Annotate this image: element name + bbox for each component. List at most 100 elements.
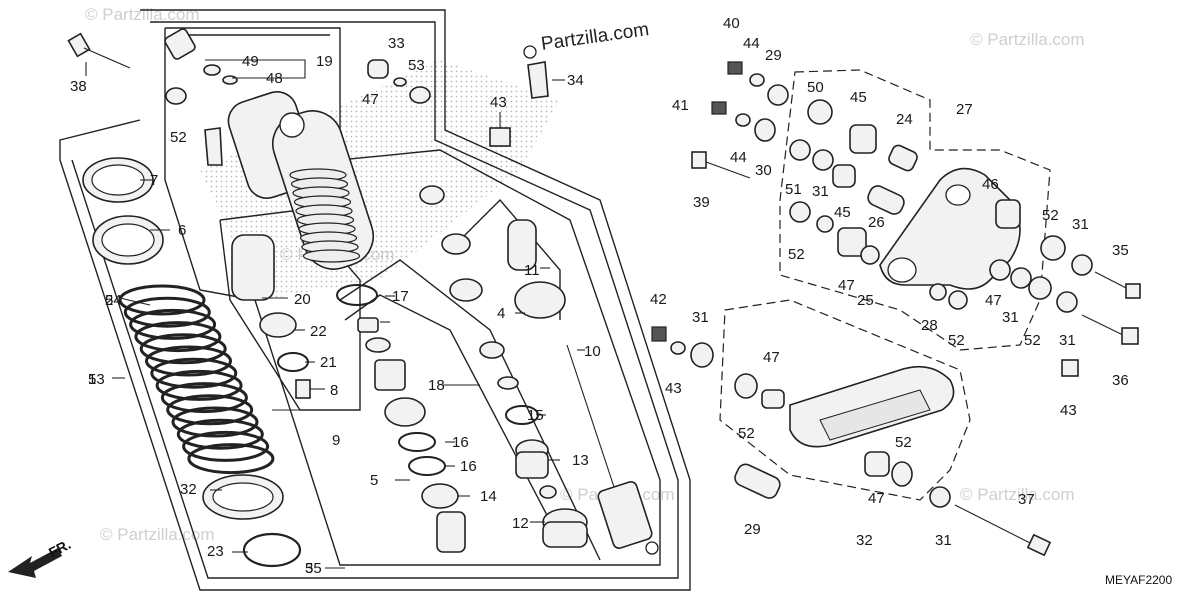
- valve-stack: [374, 359, 406, 391]
- bolt-41: [67, 32, 131, 69]
- collar-27: [867, 185, 905, 215]
- dust-seal-52f: [891, 461, 913, 487]
- spring-coil: [139, 333, 227, 365]
- watermark-text: © Partzilla.com: [85, 5, 200, 24]
- callout-27: 27: [956, 101, 973, 118]
- collar-upper: [449, 278, 483, 302]
- dust-seal-53a: [789, 201, 811, 223]
- callout-16: 16: [460, 458, 477, 475]
- washer-top: [419, 185, 445, 205]
- link-arm-33: [789, 365, 955, 448]
- callout-52: 52: [1042, 207, 1059, 224]
- callout-53: 53: [88, 371, 105, 388]
- nut-44-right: [1061, 359, 1079, 377]
- bolt-39: [1081, 314, 1139, 345]
- collar-30: [734, 463, 781, 499]
- callout-52: 52: [788, 246, 805, 263]
- callout-50: 50: [807, 79, 824, 96]
- callout-31: 31: [812, 183, 829, 200]
- dust-seal-31-bottom: [929, 486, 951, 508]
- callout-44: 44: [730, 149, 747, 166]
- nut-43-mid: [711, 101, 727, 115]
- callout-29: 29: [744, 521, 761, 538]
- callout-43: 43: [1060, 402, 1077, 419]
- label-36: [204, 127, 223, 166]
- collar-25: [888, 144, 918, 172]
- cap-12-body: [542, 521, 588, 548]
- callout-46: 46: [982, 176, 999, 193]
- stop-ring-22: [277, 352, 309, 372]
- dust-seal-52c: [1040, 235, 1066, 261]
- parts: [67, 28, 1141, 568]
- callout-49: 49: [242, 53, 259, 70]
- spring-coil: [134, 321, 222, 353]
- spring-coil: [118, 284, 206, 316]
- callout-54: 54: [105, 292, 122, 309]
- dust-seal-31-mid: [754, 118, 776, 142]
- dust-seal-31-low: [690, 342, 714, 368]
- callout-44: 44: [743, 35, 760, 52]
- piston-rod-10: [566, 344, 659, 555]
- callout-17: 17: [392, 288, 409, 305]
- dust-boot-4: [514, 281, 566, 319]
- callout-9: 9: [332, 432, 340, 449]
- seal-head-13: [515, 451, 549, 479]
- cap-upper: [441, 233, 471, 255]
- bearing-32a: [812, 149, 834, 171]
- seal-35: [393, 77, 407, 87]
- callout-52: 52: [895, 434, 912, 451]
- seal-small: [539, 485, 557, 499]
- callout-26: 26: [868, 214, 885, 231]
- callout-24: 24: [896, 111, 913, 128]
- callout-25: 25: [857, 292, 874, 309]
- callout-41: 41: [672, 97, 689, 114]
- callout-53: 53: [408, 57, 425, 74]
- callout-55: 55: [305, 560, 322, 577]
- lock-nut-6: [92, 215, 164, 265]
- dust-seal-23: [259, 312, 297, 338]
- bearing-48: [837, 227, 867, 257]
- leader-20: [205, 59, 306, 79]
- bump-rubber-11: [507, 219, 537, 271]
- callout-51: 51: [785, 181, 802, 198]
- nut-44-upper: [489, 127, 511, 147]
- spring-2: [118, 284, 275, 475]
- spring-coil: [166, 394, 254, 426]
- shock-link-28: [879, 167, 1021, 290]
- callout-7: 7: [150, 172, 158, 189]
- nut-43-low: [651, 326, 667, 342]
- brand-marker: [523, 45, 537, 59]
- spring-coil: [176, 418, 264, 450]
- dust-seal-52b: [789, 139, 811, 161]
- group-33-frame: [719, 299, 971, 501]
- spring-coil: [171, 406, 259, 438]
- callout-29: 29: [765, 47, 782, 64]
- bellows-ridge: [302, 249, 361, 263]
- callout-14: 14: [480, 488, 497, 505]
- washer-45-low: [670, 341, 686, 355]
- valve-stack-lower: [436, 511, 466, 553]
- spring-coil: [145, 345, 232, 377]
- watermark-text: © Partzilla.com: [970, 30, 1085, 49]
- collar-47a: [849, 124, 877, 154]
- callout-40: 40: [723, 15, 740, 32]
- callout-13: 13: [572, 452, 589, 469]
- bearing-48a: [832, 164, 856, 188]
- callout-47: 47: [985, 292, 1002, 309]
- callout-32: 32: [856, 532, 873, 549]
- washer-5a: [365, 337, 391, 353]
- collar-29a: [816, 215, 834, 233]
- callout-31: 31: [1072, 216, 1089, 233]
- bump-rubber-21: [231, 234, 275, 301]
- callout-34: 34: [567, 72, 584, 89]
- o-ring-50: [222, 75, 238, 85]
- shaded-area: [200, 60, 560, 300]
- dust-seal-52a: [807, 99, 833, 125]
- callout-labels: 1234567891011121314151616171819202122232…: [70, 15, 1129, 577]
- callout-23: 23: [207, 543, 224, 560]
- spring-coil: [150, 357, 238, 389]
- callout-48: 48: [266, 70, 283, 87]
- spring-coil: [182, 430, 270, 462]
- callout-4: 4: [497, 305, 505, 322]
- callout-33: 33: [388, 35, 405, 52]
